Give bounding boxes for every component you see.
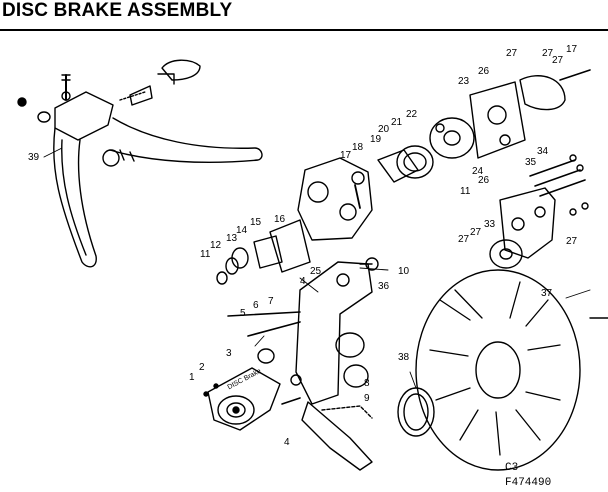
callout-number: 4 — [284, 437, 290, 448]
callout-number: 33 — [484, 219, 496, 230]
callout-number: 8 — [364, 378, 370, 389]
front-hub-cover — [203, 367, 281, 431]
callout-number: 19 — [370, 134, 382, 145]
callout-number: 9 — [364, 393, 370, 404]
caliper-assembly — [216, 69, 591, 285]
callout-number: 24 — [472, 166, 484, 177]
callout-number: 36 — [378, 281, 390, 292]
title-divider — [0, 29, 608, 31]
callout-number: 27 — [552, 55, 564, 66]
callout-number: 6 — [253, 300, 259, 311]
brake-lever-assembly — [17, 59, 263, 268]
callout-number: 27 — [566, 236, 578, 247]
callout-number: 39 — [28, 152, 40, 163]
callout-number: 14 — [236, 225, 248, 236]
callout-number: 17 — [566, 44, 578, 55]
callout-number: 27 — [458, 234, 470, 245]
callout-number: 26 — [478, 175, 490, 186]
callout-number: 35 — [525, 157, 537, 168]
callout-number: 16 — [274, 214, 286, 225]
callout-number: 38 — [398, 352, 410, 363]
callout-number: 10 — [398, 266, 410, 277]
callout-number: 27 — [542, 48, 554, 59]
callout-number: 7 — [268, 296, 274, 307]
seal-ring — [397, 387, 435, 437]
callout-number: 25 — [310, 266, 322, 277]
mounting-bracket — [227, 257, 379, 471]
callout-number: 18 — [352, 142, 364, 153]
callout-number: 27 — [506, 48, 518, 59]
callout-number: 22 — [406, 109, 418, 120]
caliper-mount — [489, 154, 589, 269]
callout-number: 17 — [340, 150, 352, 161]
callout-number: 20 — [378, 124, 390, 135]
callout-number: 4 — [300, 276, 306, 287]
callout-leaders — [43, 147, 591, 389]
callout-number: 37 — [541, 288, 553, 299]
callout-number: 23 — [458, 76, 470, 87]
callout-number: 15 — [250, 217, 262, 228]
callout-number: 21 — [391, 117, 403, 128]
callout-number: 12 — [210, 240, 222, 251]
callout-number: 5 — [240, 308, 246, 319]
callout-number: 26 — [478, 66, 490, 77]
callout-number: 1 — [189, 372, 195, 383]
callout-number: 2 — [199, 362, 205, 373]
callout-number: 11 — [460, 186, 471, 197]
callout-number: 27 — [470, 227, 482, 238]
figure-code: F474490 — [505, 477, 552, 489]
page-title: DISC BRAKE ASSEMBLY — [2, 0, 233, 21]
brake-disc — [415, 269, 608, 471]
callout-number: 3 — [226, 348, 232, 359]
callout-number: 11 — [200, 249, 211, 260]
callout-number: 34 — [537, 146, 549, 157]
section-code: C3 — [505, 462, 519, 474]
callout-number: 13 — [226, 233, 238, 244]
